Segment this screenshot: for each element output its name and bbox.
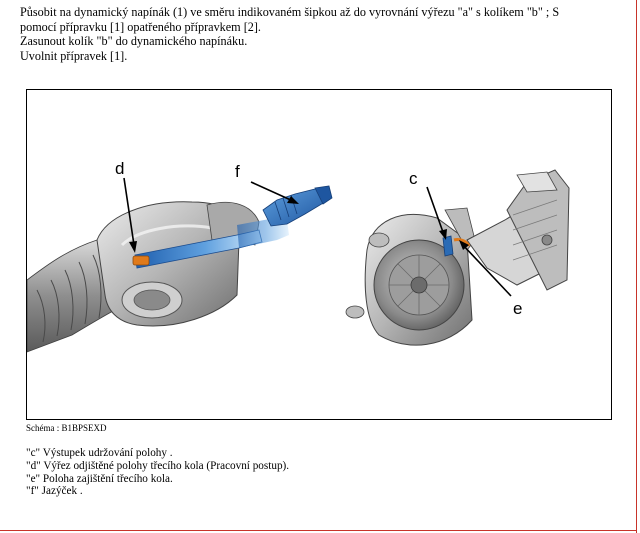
callout-e: e: [513, 299, 522, 318]
instruction-text: Působit na dynamický napínák (1) ve směr…: [20, 5, 620, 63]
legend-item: "c" Výstupek udržování polohy .: [26, 447, 173, 459]
legend-list: "c" Výstupek udržování polohy . "d" Výře…: [26, 447, 289, 498]
leader-arrowheads: [129, 196, 469, 253]
callout-c: c: [409, 169, 418, 188]
legend-item: "e" Poloha zajištění třecího kola.: [26, 472, 173, 485]
schematic-illustration: d f c e: [27, 159, 570, 353]
schematic-figure: d f c e: [26, 89, 612, 420]
left-tensioner-assembly: [27, 185, 333, 353]
right-friction-wheel-assembly: [345, 169, 570, 346]
legend-item: "d" Výřez odjištěné polohy třecího kola …: [26, 459, 290, 472]
instruction-line: Zasunout kolík "b" do dynamického napíná…: [20, 34, 248, 48]
instruction-line: Působit na dynamický napínák (1) ve směr…: [20, 5, 560, 19]
callout-d: d: [115, 159, 124, 178]
leader-lines: [123, 177, 512, 297]
callout-f: f: [235, 162, 240, 181]
legend-item: "f" Jazýček .: [26, 485, 83, 498]
page-frame-right: [636, 0, 637, 533]
instruction-line: pomocí přípravku [1] opatřeného přípravk…: [20, 19, 261, 34]
instruction-line: Uvolnit přípravek [1].: [20, 48, 128, 63]
figure-caption: Schéma : B1BPSEXD: [26, 423, 107, 433]
page-frame-bottom: [0, 530, 637, 531]
